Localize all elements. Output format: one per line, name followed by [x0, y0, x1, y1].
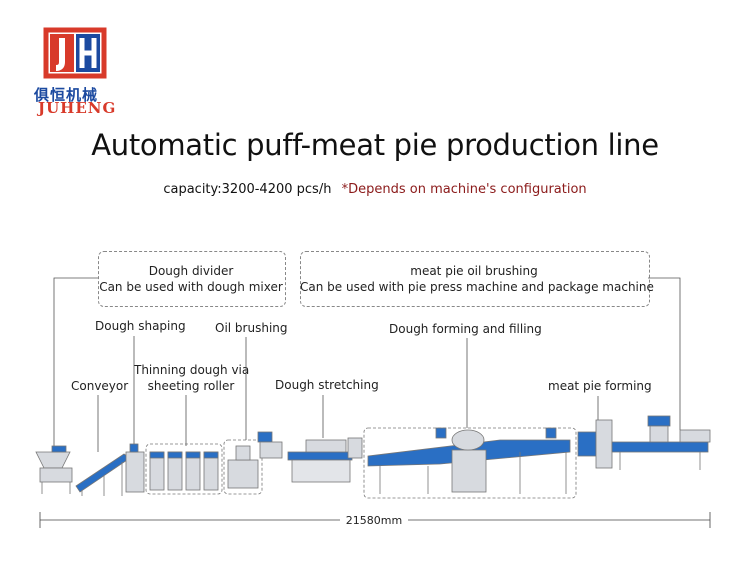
- brand-name-en: JUHENG: [38, 99, 117, 117]
- dough-divider-label: Dough divider Can be used with dough mix…: [99, 264, 283, 294]
- dough-shaping-machine: [125, 443, 145, 493]
- dough-divider-machine: [35, 445, 73, 494]
- juheng-logo-icon: [43, 27, 107, 79]
- oil-brushing-label: Oil brushing: [215, 321, 288, 335]
- oil-brushing-callout: [300, 251, 650, 307]
- config-note: *Depends on machine's configuration: [341, 182, 587, 197]
- incline-conveyor-machine: [75, 453, 131, 496]
- dough-forming-label: Dough forming and filling: [389, 322, 542, 336]
- total-length-dimension: 21580mm: [345, 514, 403, 527]
- dough-shaping-label: Dough shaping: [95, 319, 186, 333]
- brand-name-cn: 俱恒机械: [34, 86, 99, 104]
- conveyor-label: Conveyor: [71, 379, 129, 393]
- oil-brushing-callout-label: meat pie oil brushing Can be used with p…: [300, 264, 654, 294]
- dough-forming-filling-machine: [367, 427, 571, 494]
- sheeting-roller-machines: [149, 451, 219, 491]
- meat-pie-forming-machine: [577, 415, 711, 470]
- capacity-text: capacity:3200-4200 pcs/h: [163, 182, 332, 197]
- dough-stretching-machine: [287, 437, 363, 483]
- page-title: Automatic puff-meat pie production line: [91, 128, 659, 162]
- dough-divider-callout: [98, 251, 286, 307]
- dough-stretching-label: Dough stretching: [275, 378, 379, 392]
- meat-pie-forming-label: meat pie forming: [548, 379, 652, 393]
- thinning-dough-label: Thinning dough via sheeting roller: [134, 363, 250, 393]
- oil-brushing-machine: [227, 431, 283, 489]
- subtitle: capacity:3200-4200 pcs/h *Depends on mac…: [0, 182, 750, 197]
